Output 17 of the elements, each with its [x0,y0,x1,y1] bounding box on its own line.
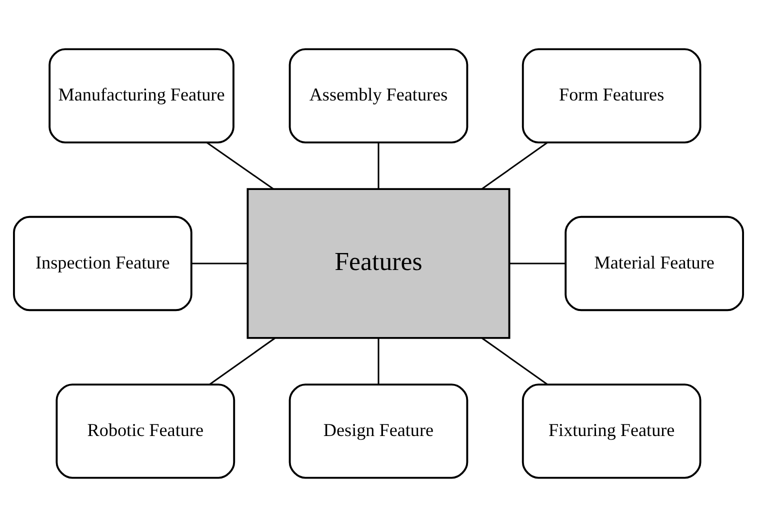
node-box: Fixturing Feature [522,384,702,479]
node-box: Form Features [522,48,702,144]
connector [192,262,248,264]
connector [378,142,380,189]
node-box: Manufacturing Feature [48,48,234,144]
node-box: Features [246,188,510,339]
node-box: Design Feature [288,384,468,479]
connector [509,262,566,264]
connector [209,338,276,386]
node-box: Material Feature [564,216,744,312]
node-box: Inspection Feature [13,216,192,312]
connector [482,142,548,190]
node-box: Assembly Features [288,48,468,144]
connector [482,338,548,386]
connector [206,142,274,190]
connector [378,338,380,384]
node-box: Robotic Feature [56,384,236,479]
